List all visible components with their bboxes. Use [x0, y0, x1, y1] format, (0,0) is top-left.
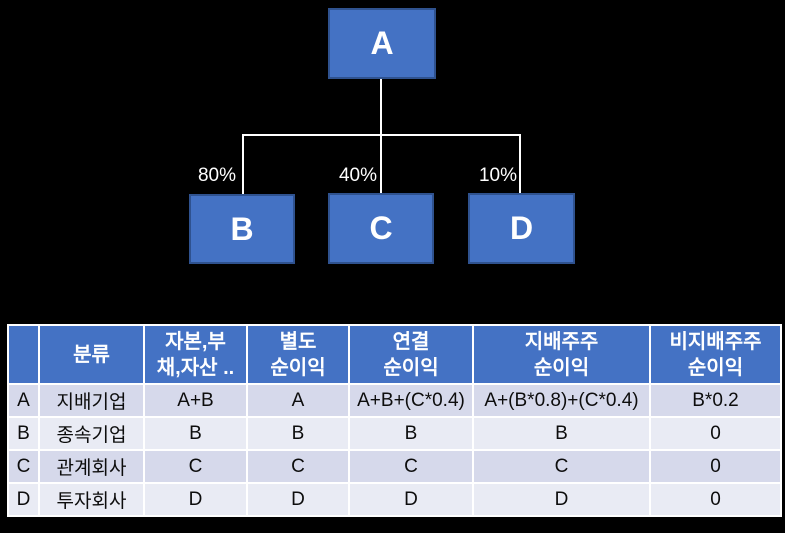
separate-income-cell: D [246, 482, 350, 517]
consolidated-income-cell: B [348, 416, 474, 451]
ownership-percent-label-b: 80% [197, 165, 236, 186]
controlling-income-cell: A+(B*0.8)+(C*0.4) [472, 383, 651, 418]
capital-cell: B [143, 416, 248, 451]
row-key-cell: B [7, 416, 40, 451]
noncontrolling-income-cell: 0 [649, 416, 782, 451]
connector-line-drop-d [519, 134, 521, 193]
header-cell-controlling-net-income: 지배주주 순이익 [472, 324, 651, 385]
consolidated-income-cell: D [348, 482, 474, 517]
consolidated-income-cell: C [348, 449, 474, 484]
row-key-cell: C [7, 449, 40, 484]
controlling-income-cell: C [472, 449, 651, 484]
header-cell-noncontrolling-net-income: 비지배주주 순이익 [649, 324, 782, 385]
category-cell: 종속기업 [38, 416, 145, 451]
separate-income-cell: C [246, 449, 350, 484]
separate-income-cell: B [246, 416, 350, 451]
header-cell-consolidated-net-income: 연결 순이익 [348, 324, 474, 385]
category-cell: 지배기업 [38, 383, 145, 418]
noncontrolling-income-cell: 0 [649, 449, 782, 484]
header-cell-capital-debt-assets: 자본,부 채,자산 .. [143, 324, 248, 385]
connector-line-a-down [380, 79, 382, 136]
category-cell: 관계회사 [38, 449, 145, 484]
node-investment-d: D [468, 193, 575, 264]
header-cell-separate-net-income: 별도 순이익 [246, 324, 350, 385]
connector-line-drop-c [380, 134, 382, 193]
noncontrolling-income-cell: B*0.2 [649, 383, 782, 418]
node-associate-c: C [328, 193, 434, 264]
table-row-a: A 지배기업 A+B A A+B+(C*0.4) A+(B*0.8)+(C*0.… [7, 383, 782, 418]
income-summary-table: 분류 자본,부 채,자산 .. 별도 순이익 연결 순이익 지배주주 순이익 비… [7, 324, 782, 517]
controlling-income-cell: D [472, 482, 651, 517]
ownership-percent-label-c: 40% [338, 165, 377, 186]
row-key-cell: A [7, 383, 40, 418]
controlling-income-cell: B [472, 416, 651, 451]
capital-cell: A+B [143, 383, 248, 418]
header-cell-category: 분류 [38, 324, 145, 385]
capital-cell: D [143, 482, 248, 517]
node-subsidiary-b: B [189, 194, 295, 264]
ownership-percent-label-d: 10% [478, 165, 517, 186]
table-row-b: B 종속기업 B B B B 0 [7, 416, 782, 451]
header-cell-key [7, 324, 40, 385]
capital-cell: C [143, 449, 248, 484]
separate-income-cell: A [246, 383, 350, 418]
connector-line-drop-b [242, 134, 244, 194]
category-cell: 투자회사 [38, 482, 145, 517]
table-row-c: C 관계회사 C C C C 0 [7, 449, 782, 484]
consolidated-income-cell: A+B+(C*0.4) [348, 383, 474, 418]
node-parent-a: A [328, 8, 436, 79]
table-row-d: D 투자회사 D D D D 0 [7, 482, 782, 517]
row-key-cell: D [7, 482, 40, 517]
header-row: 분류 자본,부 채,자산 .. 별도 순이익 연결 순이익 지배주주 순이익 비… [7, 324, 782, 385]
noncontrolling-income-cell: 0 [649, 482, 782, 517]
